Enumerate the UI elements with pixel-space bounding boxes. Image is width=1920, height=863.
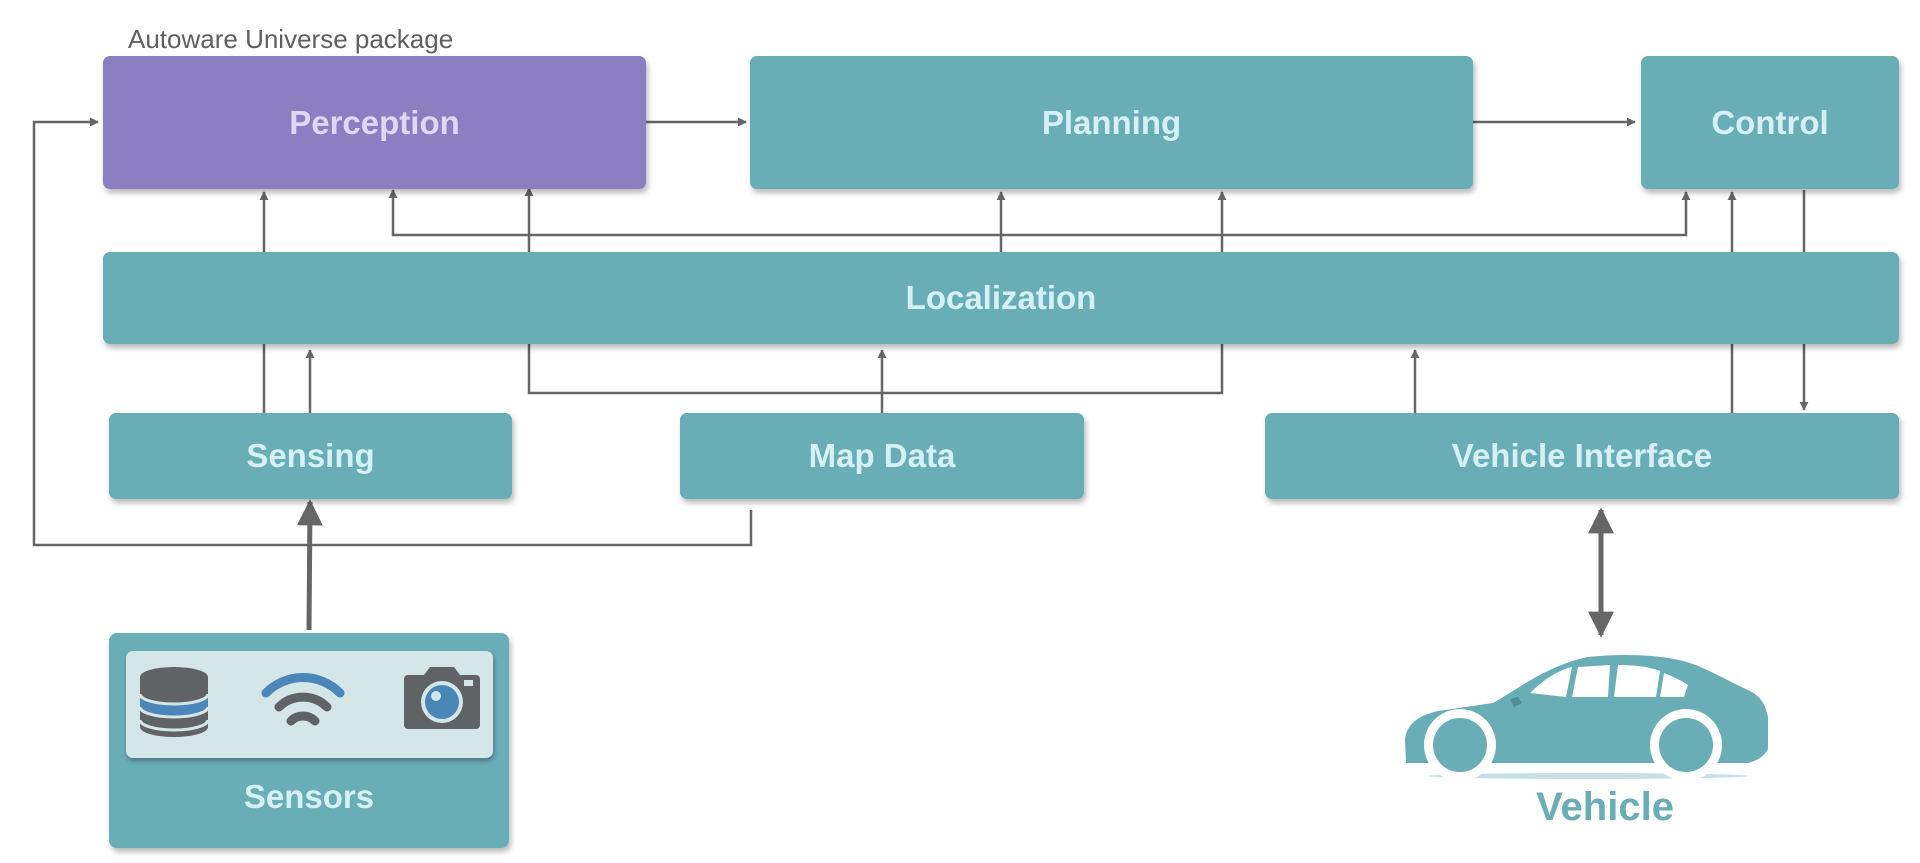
perception-node[interactable]: Perception (103, 56, 646, 189)
edge-mapdata-to-perception-loop (32, 117, 753, 547)
edge-localization-to-control (1001, 191, 1691, 237)
localization-label: Localization (905, 279, 1097, 316)
package-caption: Autoware Universe package (128, 24, 454, 54)
vehicle-interface-node[interactable]: Vehicle Interface (1265, 413, 1899, 499)
sensors-icon-panel (126, 651, 493, 758)
localization-node[interactable]: Localization (103, 252, 1899, 344)
planning-label: Planning (1041, 103, 1182, 141)
vehicle-interface-label: Vehicle Interface (1451, 437, 1713, 474)
control-node[interactable]: Control (1641, 56, 1899, 189)
perception-label: Perception (289, 103, 460, 141)
database-icon (138, 667, 210, 737)
edge-localization-to-perception (388, 189, 1001, 237)
sensing-node[interactable]: Sensing (109, 413, 512, 499)
edge-sensors-to-sensing (296, 499, 323, 631)
sensors-label: Sensors (243, 778, 375, 815)
control-label: Control (1711, 103, 1829, 141)
wifi-icon (261, 673, 345, 726)
car-icon (1405, 655, 1768, 780)
sensing-label: Sensing (246, 437, 375, 474)
map-data-node[interactable]: Map Data (680, 413, 1084, 499)
vehicle-label: Vehicle (1536, 785, 1674, 829)
sensors-node[interactable]: Sensors (109, 633, 509, 848)
planning-node[interactable]: Planning (750, 56, 1473, 189)
map-data-label: Map Data (808, 437, 956, 474)
camera-icon (404, 667, 480, 729)
